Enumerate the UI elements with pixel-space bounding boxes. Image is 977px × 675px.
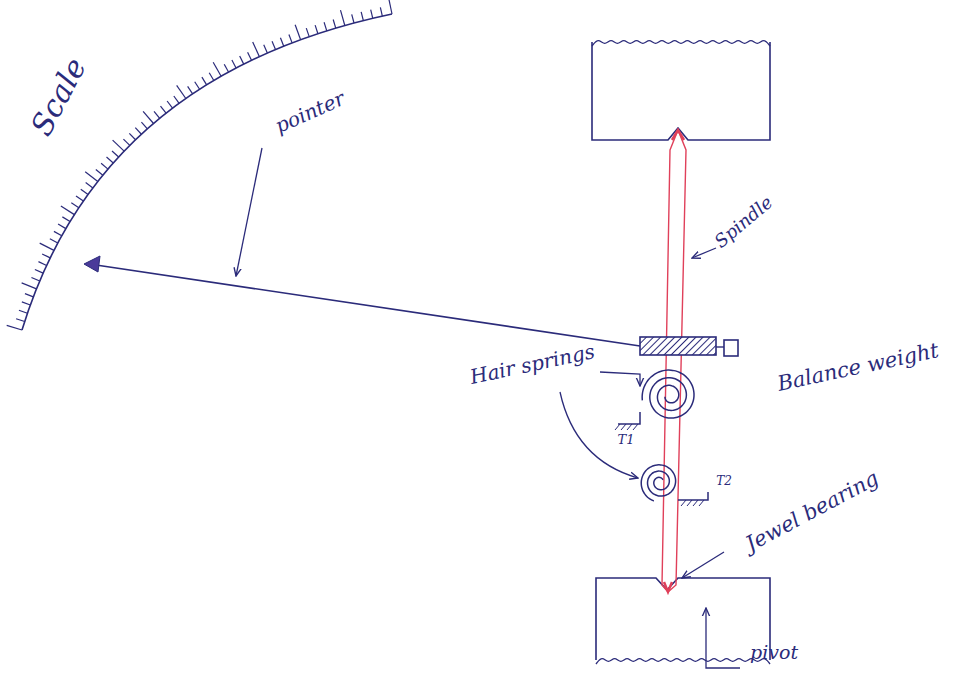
scale-tick: [25, 294, 33, 297]
scale-tick: [143, 111, 153, 123]
leader-line: [560, 392, 638, 478]
hair-spring: [642, 370, 694, 418]
scale-tick: [177, 85, 186, 98]
part-label: Jewel bearing: [742, 467, 882, 556]
break-line: [596, 659, 770, 664]
scale-tick: [141, 122, 147, 129]
part-label: pivot: [750, 642, 798, 663]
scale-tick: [352, 14, 354, 23]
scale-tick: [380, 7, 382, 16]
spring-anchor: [678, 492, 708, 500]
scale-tick: [371, 10, 373, 19]
scale-tick: [58, 224, 66, 229]
scale-tick: [22, 302, 30, 305]
scale-tick: [232, 60, 236, 68]
scale-tick: [107, 157, 114, 163]
scale-tick: [389, 0, 392, 14]
hair-spring: [641, 465, 675, 501]
scale-tick: [123, 139, 129, 145]
leader-line: [600, 372, 640, 386]
pointer-tip: [84, 256, 100, 272]
scale-tick: [289, 34, 292, 42]
scale-tick: [81, 189, 88, 194]
scale-tick: [213, 62, 221, 76]
scale-tick: [22, 283, 37, 289]
scale-tick: [188, 86, 193, 93]
scale-tick: [154, 111, 160, 118]
part-label: pointer: [272, 87, 348, 137]
scale-tick: [112, 151, 119, 157]
scale-tick: [315, 25, 318, 34]
scale-tick: [167, 101, 172, 108]
scale-tick: [280, 38, 283, 46]
scale-tick: [333, 20, 336, 29]
scale-tick: [195, 82, 200, 90]
scale-tick: [101, 163, 108, 169]
scale-tick: [86, 183, 93, 188]
leader-line: [682, 552, 724, 578]
scale-tick: [324, 22, 327, 31]
scale-tick: [96, 170, 103, 176]
scale-tick: [76, 196, 83, 201]
leader-line: [706, 608, 740, 668]
scale-tick: [135, 128, 141, 135]
anchor-hatch: [681, 500, 704, 506]
scale-arc: [22, 14, 392, 330]
upper-bearing-block: [592, 42, 770, 140]
part-label: Hair springs: [468, 340, 596, 388]
weight-arm: [716, 346, 724, 347]
pointer-line: [96, 265, 640, 346]
scale-tick: [42, 254, 50, 258]
part-label: Scale: [24, 52, 92, 140]
scale-tick: [7, 325, 22, 330]
scale-tick: [248, 52, 252, 60]
scale-tick: [61, 206, 74, 215]
scale-tick: [16, 319, 25, 322]
scale-tick: [209, 73, 214, 81]
anchor-hatch: [615, 424, 638, 430]
scale-tick: [19, 310, 28, 313]
scale-tick: [71, 203, 78, 208]
scale-tick: [264, 45, 268, 53]
scale-tick: [361, 12, 363, 21]
spindle-tip: [664, 130, 684, 592]
scale-tick: [160, 106, 166, 113]
part-label: T2: [716, 475, 732, 488]
scale-tick: [340, 10, 344, 25]
lower-bearing-block: [596, 578, 770, 660]
scale-tick: [62, 217, 70, 222]
scale-tick: [85, 172, 98, 182]
scale-tick: [35, 269, 43, 273]
scale-tick: [129, 133, 135, 139]
leader-line: [692, 248, 716, 258]
scale-tick: [54, 231, 62, 235]
scale-tick: [202, 77, 207, 85]
scale-tick: [224, 64, 228, 72]
scale-tick: [113, 140, 125, 151]
leader-line: [236, 148, 262, 276]
part-label: Balance weight: [775, 340, 940, 397]
scale-tick: [38, 262, 46, 266]
part-label: Spindle: [711, 192, 777, 252]
balance-weight: [724, 340, 738, 356]
scale-tick: [31, 277, 39, 280]
scale-tick: [253, 42, 260, 57]
spring-anchor: [618, 412, 640, 424]
scale-tick: [295, 25, 300, 40]
scale-tick: [240, 56, 244, 64]
scale-tick: [40, 243, 54, 250]
scale-tick: [50, 239, 58, 243]
scale-tick: [272, 41, 275, 49]
scale-tick: [174, 96, 179, 103]
break-line: [592, 41, 770, 46]
scale-tick: [306, 28, 309, 37]
pointer-hub: [640, 337, 716, 355]
part-label: T1: [618, 433, 635, 447]
spindle: [662, 130, 686, 592]
